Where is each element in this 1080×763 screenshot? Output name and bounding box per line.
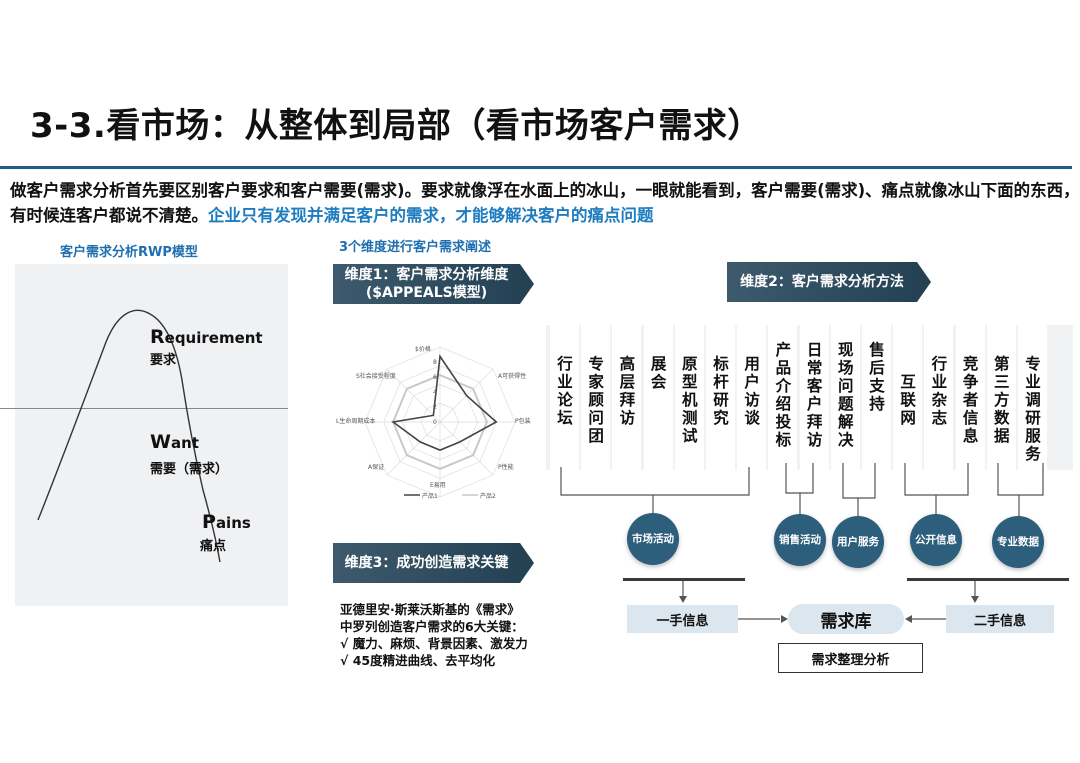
second-hand-rule — [907, 578, 1069, 581]
first-hand-rule — [623, 578, 745, 581]
channel-user-service: 用户服务 — [832, 516, 884, 568]
channel-public-info: 公开信息 — [910, 514, 962, 566]
requirements-database: 需求库 — [788, 604, 904, 634]
channel-market-activity: 市场活动 — [627, 513, 679, 565]
requirements-analysis-box: 需求整理分析 — [778, 643, 923, 673]
channel-sales-activity: 销售活动 — [774, 514, 826, 566]
first-hand-info-box: 一手信息 — [627, 605, 738, 633]
second-hand-info-box: 二手信息 — [946, 605, 1054, 633]
channel-pro-data: 专业数据 — [992, 516, 1044, 568]
